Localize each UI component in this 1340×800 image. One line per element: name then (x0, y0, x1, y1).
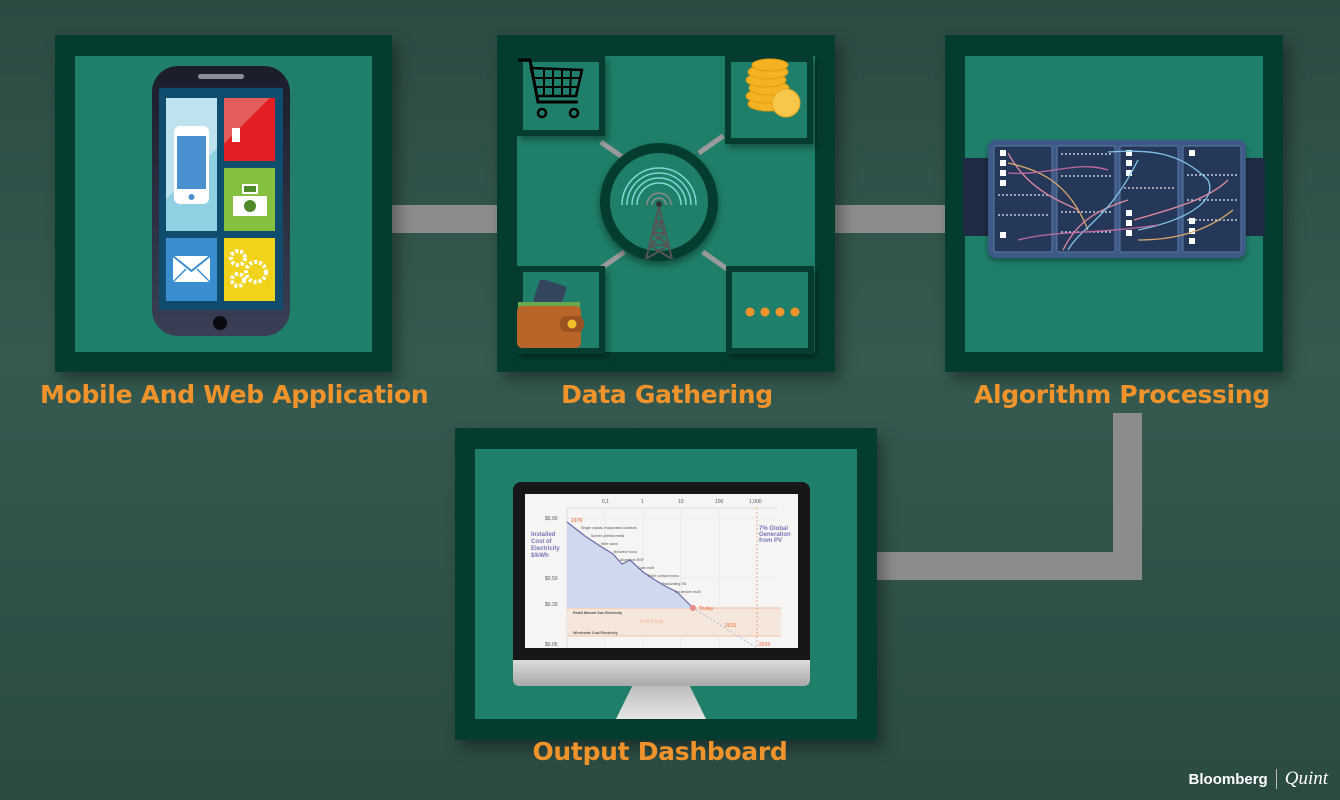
dashboard-screen: 0,1 1 10 100 1,000 $5.00 $0.50 $0.20 $0.… (525, 494, 798, 649)
band-label-bottom: Wholesale Coal Electricity (573, 631, 618, 635)
y-tick: $5.00 (545, 516, 558, 522)
more-dots-icon (745, 307, 800, 317)
axis-tick: 1 (641, 499, 644, 505)
milestone: Screen printed metal (591, 534, 624, 538)
y-tick: $0.50 (545, 576, 558, 582)
cost-line (566, 521, 694, 609)
video-tile (224, 98, 275, 161)
broadcast-tower-icon (621, 167, 697, 259)
wallet-icon (517, 280, 584, 348)
y-axis-title: Electricity (531, 546, 560, 552)
projection-2020-label: 2020 (759, 642, 770, 648)
brand-bloomberg: Bloomberg (1188, 770, 1268, 788)
brand-logo: Bloomberg Quint (1189, 768, 1328, 790)
desktop-monitor-icon: 0,1 1 10 100 1,000 $5.00 $0.50 $0.20 $0.… (513, 482, 810, 670)
step-label-algorithm: Algorithm Processing (973, 380, 1270, 409)
step-label-output: Output Dashboard (532, 737, 788, 766)
shopping-cart-icon (518, 58, 584, 119)
connector-data-to-algorithm (835, 205, 946, 233)
step-label-data-gathering: Data Gathering (561, 380, 773, 409)
axis-tick: 0,1 (602, 499, 609, 505)
step-label-mobile-app: Mobile And Web Application (40, 380, 429, 409)
smartphone-icon (152, 66, 290, 336)
today-point (690, 605, 696, 611)
phone-speaker (198, 74, 244, 79)
y-axis-title: Cost of (531, 539, 553, 545)
milestone: Textured mono (613, 550, 637, 554)
projection-line (692, 607, 758, 649)
phone-tile (166, 98, 217, 231)
brand-quint: Quint (1284, 768, 1328, 789)
monitor-stand (616, 686, 706, 719)
coins-icon (745, 58, 801, 118)
today-label: Today (699, 606, 714, 612)
camera-tile (224, 168, 275, 231)
y-tick: $0.20 (545, 602, 558, 608)
milestone: Aluminum BSF (620, 558, 645, 562)
server-rack-icon (988, 140, 1246, 258)
milestone: Passivating SN (662, 582, 687, 586)
band-label-top: Retail Natural Gas Electricity (573, 611, 622, 615)
phone-home-button (213, 316, 227, 330)
mail-tile (166, 238, 217, 301)
pv-note: from PV (759, 538, 782, 544)
milestone: Cast multi (638, 566, 654, 570)
start-year-label: 1978 (571, 518, 582, 524)
dashboard-chart: 0,1 1 10 100 1,000 $5.00 $0.50 $0.20 $0.… (531, 499, 791, 649)
milestone: Wire saws (601, 542, 618, 546)
y-tick: $0.05 (545, 642, 558, 648)
monitor-chin (513, 660, 810, 686)
pv-note: Generation (759, 532, 791, 538)
brand-separator (1275, 769, 1277, 789)
connector-algorithm-to-output-horizontal (877, 552, 1142, 580)
axis-tick: 1,000 (749, 499, 762, 505)
milestone: Point contact mono (648, 574, 679, 578)
y-axis-title: $/kWh (531, 553, 549, 559)
grid-parity-band (567, 608, 781, 636)
cost-area (567, 522, 693, 608)
phone-screen (159, 88, 283, 310)
axis-tick: 10 (678, 499, 684, 505)
connector-app-to-data (392, 205, 498, 233)
pv-note: 7% Global (759, 526, 788, 532)
grid-parity-label: Grid Parity (640, 619, 664, 625)
projection-2015-label: 2015 (725, 623, 736, 629)
data-hub (600, 143, 718, 261)
axis-tick: 100 (715, 499, 724, 505)
milestone: Single crystal, evaporated contacts (581, 526, 637, 530)
milestone: Iso-texture multi (675, 590, 701, 594)
settings-tile (224, 238, 275, 301)
y-axis-title: Installed (531, 532, 556, 538)
